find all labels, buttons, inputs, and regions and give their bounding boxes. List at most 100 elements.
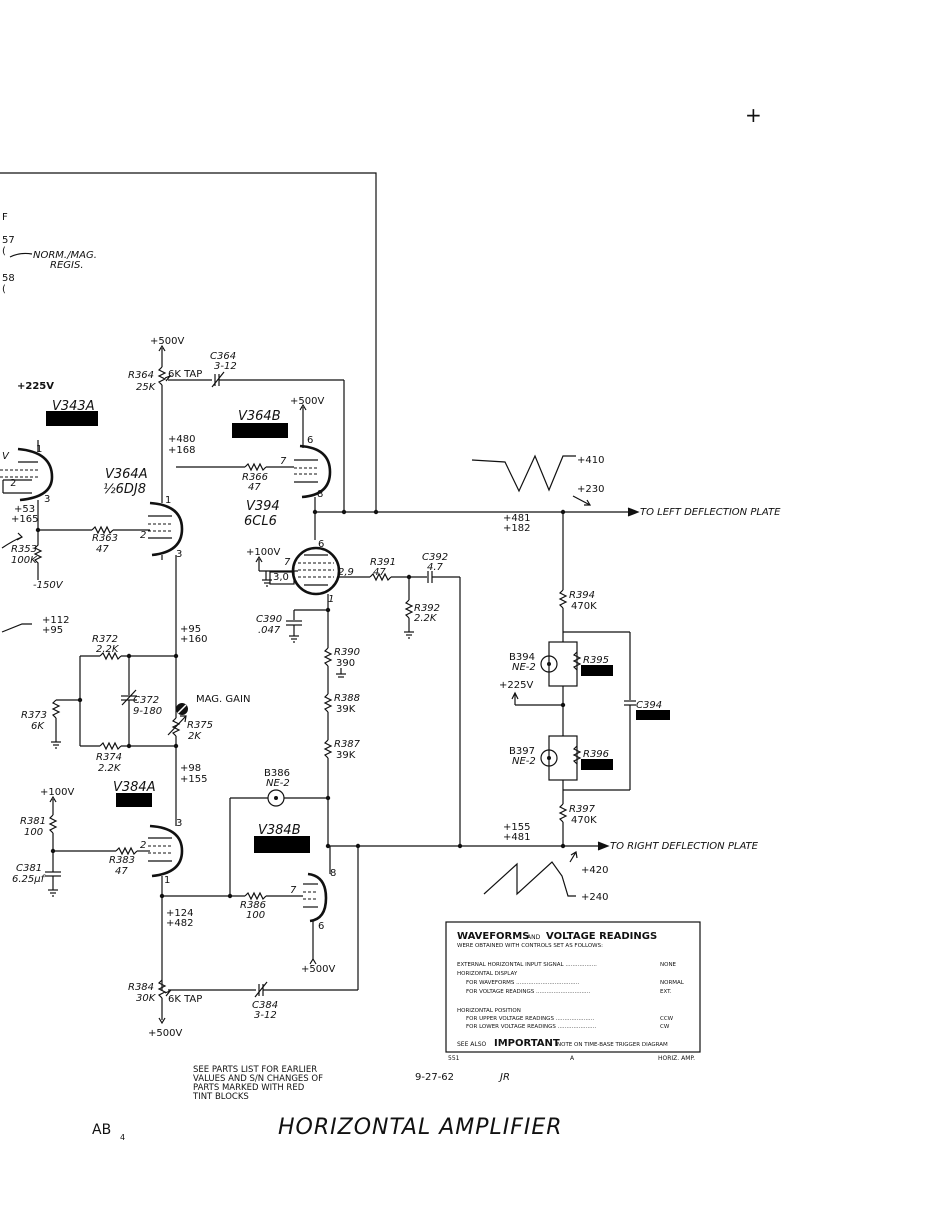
b386-neon: B386 NE-2 bbox=[264, 768, 290, 807]
svg-text:551: 551 bbox=[448, 1055, 460, 1062]
v343a-label: V343A bbox=[52, 399, 95, 414]
svg-text:B394: B394 bbox=[509, 652, 535, 663]
svg-text:(: ( bbox=[2, 246, 6, 257]
svg-text:6: 6 bbox=[318, 539, 324, 550]
svg-text:+155: +155 bbox=[180, 774, 207, 785]
v343a-tint-block bbox=[46, 411, 98, 426]
svg-text:R388: R388 bbox=[334, 693, 360, 704]
svg-text:2: 2 bbox=[140, 530, 146, 541]
svg-text:+420: +420 bbox=[581, 865, 608, 876]
svg-text:+155: +155 bbox=[503, 822, 530, 833]
svg-text:+124: +124 bbox=[166, 908, 193, 919]
svg-text:B386: B386 bbox=[264, 768, 290, 779]
svg-text:REGIS.: REGIS. bbox=[50, 260, 84, 271]
svg-text:CCW: CCW bbox=[660, 1016, 674, 1022]
svg-text:C392: C392 bbox=[422, 552, 448, 563]
svg-text:39K: 39K bbox=[336, 704, 356, 715]
svg-text:8: 8 bbox=[317, 489, 323, 500]
svg-text:+500V: +500V bbox=[301, 964, 335, 975]
svg-text:V364A: V364A bbox=[105, 467, 148, 482]
svg-text:3: 3 bbox=[176, 549, 182, 560]
svg-text:+100V: +100V bbox=[246, 547, 280, 558]
svg-text:MAG. GAIN: MAG. GAIN bbox=[196, 694, 250, 705]
svg-text:2.2K: 2.2K bbox=[96, 644, 120, 655]
svg-text:SEE ALSO: SEE ALSO bbox=[457, 1041, 487, 1048]
svg-text:2,9: 2,9 bbox=[338, 567, 354, 578]
svg-text:47: 47 bbox=[248, 482, 261, 493]
svg-text:HORIZONTAL DISPLAY: HORIZONTAL DISPLAY bbox=[457, 971, 518, 977]
svg-text:1: 1 bbox=[165, 495, 171, 506]
svg-text:C372: C372 bbox=[133, 695, 159, 706]
svg-text:1: 1 bbox=[328, 594, 334, 605]
parts-list-note: SEE PARTS LIST FOR EARLIER VALUES AND S/… bbox=[192, 1065, 323, 1102]
svg-text:R394: R394 bbox=[569, 590, 595, 601]
svg-text:7: 7 bbox=[290, 885, 297, 896]
svg-text:47: 47 bbox=[96, 544, 109, 555]
svg-text:FOR LOWER VOLTAGE READINGS ...: FOR LOWER VOLTAGE READINGS .............… bbox=[466, 1024, 596, 1030]
v364b-tint-block bbox=[232, 423, 288, 438]
svg-text:V384B: V384B bbox=[258, 823, 301, 838]
svg-text:-150V: -150V bbox=[33, 580, 64, 591]
svg-text:2.2K: 2.2K bbox=[98, 763, 122, 774]
v364a-tube: V364A ½6DJ8 1 2 3 bbox=[103, 467, 184, 656]
v394-tube: V394 6CL6 6 7 3,0 2,9 1 bbox=[244, 499, 354, 605]
mag-gain-knob[interactable] bbox=[176, 703, 188, 715]
waveform-upper bbox=[471, 454, 576, 493]
svg-text:FOR VOLTAGE READINGS .........: FOR VOLTAGE READINGS ...................… bbox=[466, 989, 590, 995]
svg-text:+95: +95 bbox=[42, 625, 63, 636]
v384a-tint-block bbox=[116, 793, 152, 807]
svg-text:6.25μf: 6.25μf bbox=[12, 874, 46, 885]
svg-text:+481: +481 bbox=[503, 513, 530, 524]
r353-resistor: R353 100K -150V bbox=[11, 530, 64, 591]
svg-text:39K: 39K bbox=[336, 750, 356, 761]
svg-text:NE-2: NE-2 bbox=[512, 662, 536, 673]
svg-text:6: 6 bbox=[318, 921, 324, 932]
svg-text:½6DJ8: ½6DJ8 bbox=[103, 482, 146, 497]
svg-text:VOLTAGE READINGS: VOLTAGE READINGS bbox=[546, 931, 657, 942]
svg-text:R363: R363 bbox=[92, 533, 118, 544]
svg-text:8: 8 bbox=[330, 868, 336, 879]
svg-text:HORIZ. AMP.: HORIZ. AMP. bbox=[658, 1055, 695, 1062]
v384b-tint-block bbox=[254, 836, 310, 853]
svg-text:+160: +160 bbox=[180, 634, 207, 645]
svg-text:+240: +240 bbox=[581, 892, 608, 903]
svg-text:V384A: V384A bbox=[113, 780, 156, 795]
svg-text:2: 2 bbox=[10, 478, 16, 489]
svg-text:PARTS MARKED WITH RED: PARTS MARKED WITH RED bbox=[193, 1083, 305, 1093]
c394-tint-block bbox=[636, 710, 670, 720]
svg-text:+225V: +225V bbox=[499, 680, 533, 691]
v343a-tube: V343A +225V 1 2 3 bbox=[0, 381, 98, 530]
svg-text:V364B: V364B bbox=[238, 409, 281, 424]
svg-text:R386: R386 bbox=[240, 900, 266, 911]
svg-text:R381: R381 bbox=[20, 816, 46, 827]
waveform-lower bbox=[483, 861, 576, 897]
svg-text:R366: R366 bbox=[242, 472, 268, 483]
page-code-sub: 4 bbox=[120, 1133, 125, 1142]
svg-text:7: 7 bbox=[284, 557, 291, 568]
crosshair-mark: + bbox=[745, 103, 762, 127]
svg-text:C381: C381 bbox=[16, 863, 42, 874]
svg-text:2: 2 bbox=[140, 840, 146, 851]
svg-text:6K TAP: 6K TAP bbox=[168, 994, 202, 1005]
svg-text:+100V: +100V bbox=[40, 787, 74, 798]
svg-text:V394: V394 bbox=[246, 499, 280, 514]
svg-text:R374: R374 bbox=[96, 752, 122, 763]
svg-text:2K: 2K bbox=[188, 731, 202, 742]
svg-text:C364: C364 bbox=[210, 351, 236, 362]
svg-text:CW: CW bbox=[660, 1024, 670, 1030]
svg-text:R397: R397 bbox=[569, 804, 596, 815]
svg-text:FOR WAVEFORMS ................: FOR WAVEFORMS ..........................… bbox=[466, 980, 579, 986]
b397-neon: B397 NE-2 bbox=[509, 746, 558, 767]
svg-text:3-12: 3-12 bbox=[214, 361, 237, 372]
drafter-initials: JR bbox=[498, 1072, 510, 1083]
svg-text:NONE: NONE bbox=[660, 962, 677, 968]
svg-text:47: 47 bbox=[115, 866, 128, 877]
svg-text:9-180: 9-180 bbox=[133, 706, 162, 717]
svg-text:NORM./MAG.: NORM./MAG. bbox=[33, 250, 97, 261]
svg-text:NOTE ON TIME-BASE TRIGGER DIAG: NOTE ON TIME-BASE TRIGGER DIAGRAM bbox=[557, 1042, 668, 1048]
v384b-tube: V384B 8 7 6 +500V bbox=[254, 823, 336, 975]
svg-text:+500V: +500V bbox=[290, 396, 324, 407]
svg-text:57: 57 bbox=[2, 235, 15, 246]
svg-text:+182: +182 bbox=[503, 523, 530, 534]
svg-text:3: 3 bbox=[44, 494, 50, 505]
